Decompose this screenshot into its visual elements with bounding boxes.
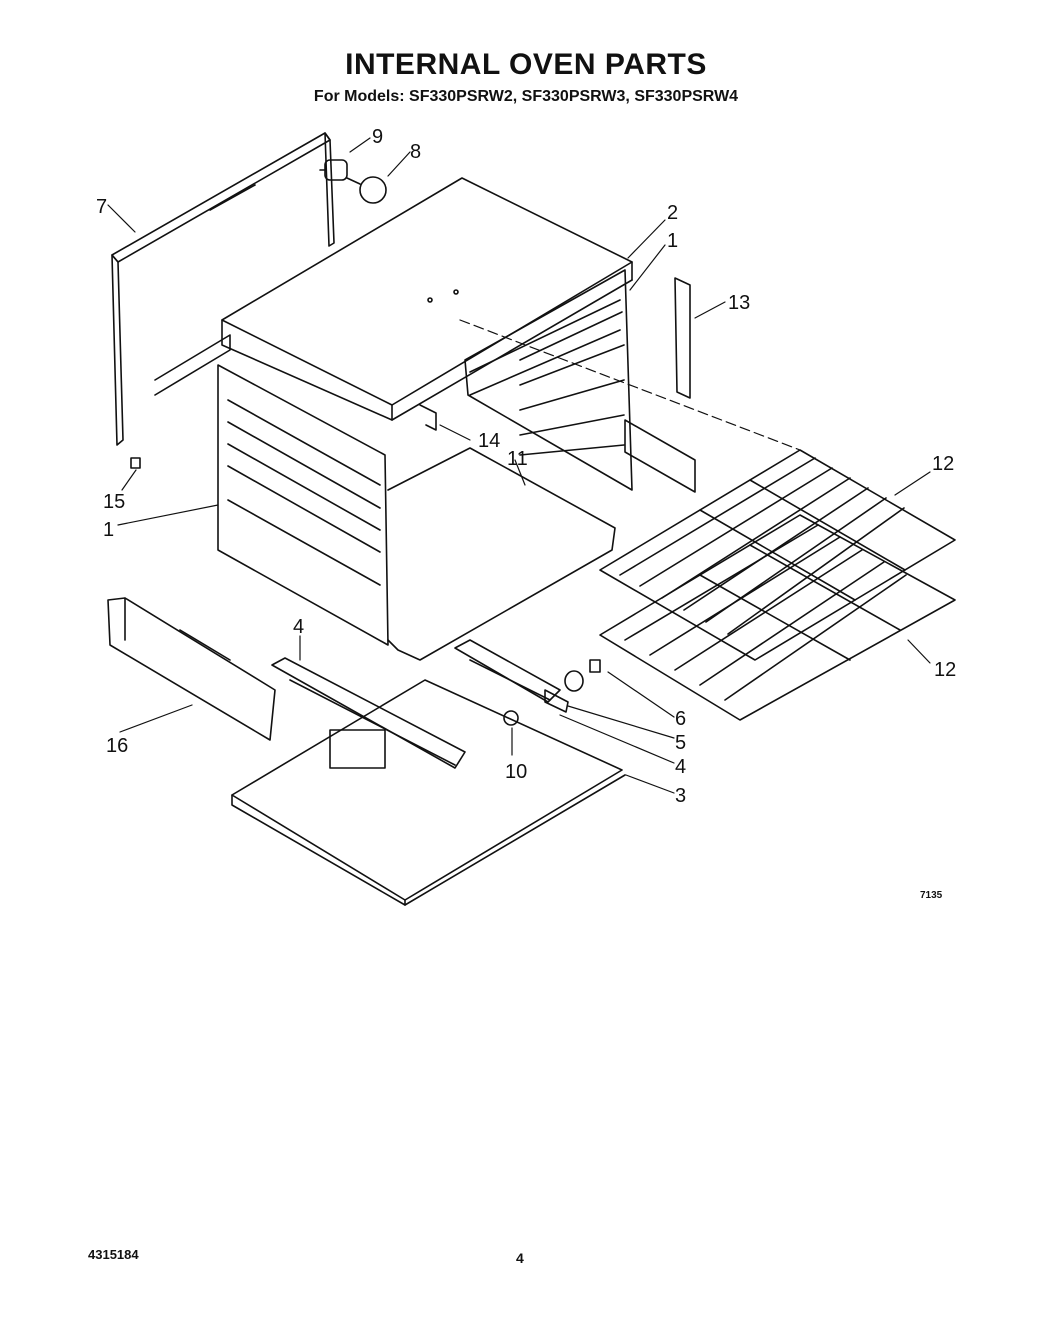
part-4-left-bracket [271, 657, 466, 769]
callout-6: 6 [675, 708, 686, 730]
part-14-clip [419, 404, 437, 431]
callout-16: 16 [106, 735, 128, 757]
diagram-code: 7135 [920, 890, 943, 901]
part-16-vent-trim [107, 597, 276, 741]
part-12-upper-rack [599, 449, 956, 661]
leader-lines [107, 137, 931, 794]
callout-1-left: 1 [103, 519, 114, 541]
callout-7: 7 [96, 196, 107, 218]
part-13-side-strip [674, 277, 691, 399]
document-number: 4315184 [88, 1247, 139, 1262]
callout-9: 9 [372, 126, 383, 148]
part-7-rear-frame [111, 132, 335, 446]
callout-3: 3 [675, 785, 686, 807]
part-3-oven-bottom [231, 679, 626, 906]
part-1-left-side-panel [154, 334, 389, 646]
callout-12-upper: 12 [932, 453, 954, 475]
callout-8: 8 [410, 141, 421, 163]
callout-4-right: 4 [675, 756, 686, 778]
callout-14: 14 [478, 430, 500, 452]
part-10-nut [503, 710, 519, 726]
page-title: INTERNAL OVEN PARTS [345, 48, 707, 81]
callout-15: 15 [103, 491, 125, 513]
part-12-lower-rack [599, 514, 956, 721]
callout-13: 13 [728, 292, 750, 314]
callout-labels: 7 9 8 2 1 13 14 11 12 15 1 4 12 6 5 16 4… [96, 126, 956, 807]
part-11-liner-gasket [387, 447, 616, 661]
part-15-clip [130, 457, 141, 469]
callout-5: 5 [675, 732, 686, 754]
part-1-right-side-panel [464, 269, 696, 493]
callout-1-right: 1 [667, 230, 678, 252]
part-8-light-bulb [346, 176, 387, 204]
part-4-right-bracket [454, 639, 561, 703]
callout-4-left: 4 [293, 616, 304, 638]
part-5-bracket [544, 689, 569, 713]
callout-12-lower: 12 [934, 659, 956, 681]
page-number: 4 [516, 1250, 524, 1266]
part-2-oven-top [221, 177, 633, 421]
model-list: For Models: SF330PSRW2, SF330PSRW3, SF33… [313, 88, 739, 105]
callout-11: 11 [507, 448, 528, 470]
part-9-lamp-socket [319, 159, 348, 181]
callout-2: 2 [667, 202, 678, 224]
callout-10: 10 [505, 761, 527, 783]
part-6-roller [564, 659, 601, 692]
